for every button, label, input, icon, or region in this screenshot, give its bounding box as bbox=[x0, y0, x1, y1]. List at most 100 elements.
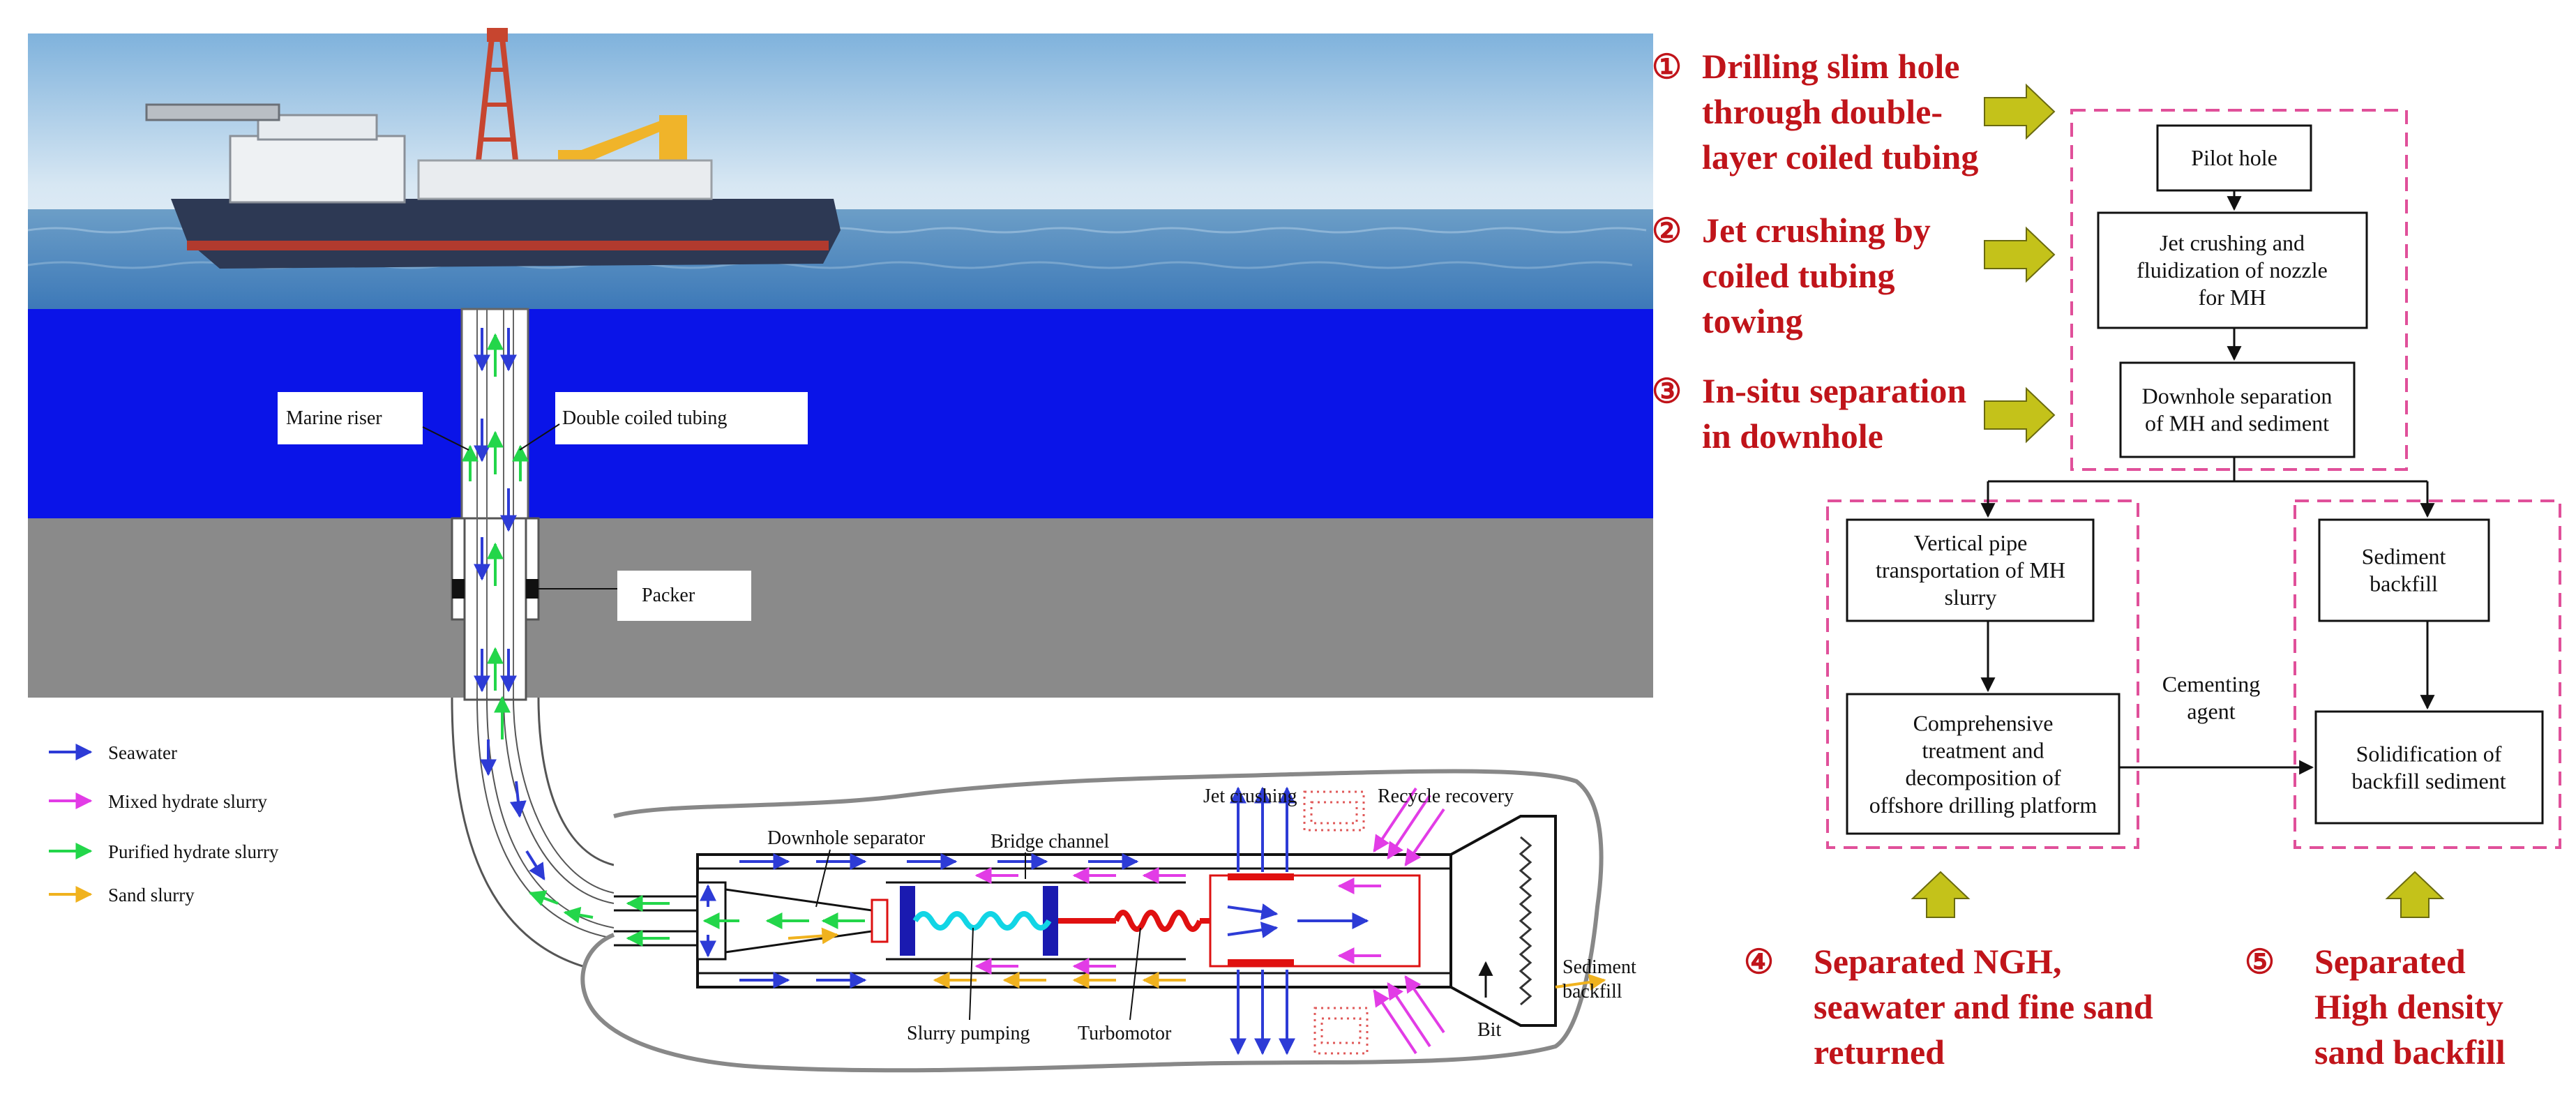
dashed-group-left bbox=[1826, 499, 2139, 849]
slurry-pumping-label: Slurry pumping bbox=[907, 1023, 1030, 1044]
packer-right bbox=[526, 579, 538, 599]
flow-comprehensive-text-2: decomposition of bbox=[1905, 765, 2061, 790]
step-3-number: ③ bbox=[1652, 373, 1682, 410]
recycle-recovery-label: Recycle recovery bbox=[1378, 785, 1514, 807]
offshore-scene bbox=[27, 28, 1653, 698]
step-4-text-1: seawater and fine sand bbox=[1814, 987, 2153, 1026]
casing-left bbox=[451, 517, 466, 621]
step-2-text-2: towing bbox=[1702, 301, 1802, 340]
pilot-hole-box bbox=[2156, 124, 2312, 192]
flow-vertical-pipe-text-2: slurry bbox=[1945, 585, 1997, 610]
jet-nozzle-bottom bbox=[1228, 959, 1294, 966]
double-coiled-tubing-leader bbox=[519, 423, 560, 451]
ship-superstructure bbox=[417, 159, 713, 200]
step-1-number: ① bbox=[1652, 49, 1682, 86]
vertical-pipe-box bbox=[1846, 518, 2095, 622]
separator-red-tube bbox=[871, 899, 889, 943]
step2-pointer-arrow bbox=[1984, 226, 2056, 283]
slurry-pump-spring bbox=[912, 911, 1052, 931]
step-1-text-2: layer coiled tubing bbox=[1702, 137, 1978, 176]
flow-cementing-agent-text-1: agent bbox=[2187, 699, 2235, 724]
wellbore-bend-inner bbox=[537, 697, 615, 866]
step-2-text-0: Jet crushing by bbox=[1702, 211, 1931, 250]
step-3-text-1: in downhole bbox=[1702, 416, 1883, 456]
step-1-text-1: through double- bbox=[1702, 92, 1943, 131]
hull-stripe bbox=[187, 241, 829, 250]
flow-comprehensive-text-1: treatment and bbox=[1922, 738, 2044, 763]
flow-jet-crushing-text-1: fluidization of nozzle bbox=[2137, 257, 2328, 283]
step-2-text-1: coiled tubing bbox=[1702, 256, 1895, 295]
helideck bbox=[145, 103, 280, 121]
step-1-text-0: Drilling slim hole bbox=[1702, 47, 1959, 86]
flow-solidification-text-1: backfill sediment bbox=[2351, 769, 2506, 794]
step3-pointer-arrow bbox=[1984, 386, 2056, 444]
step-4-number: ④ bbox=[1744, 944, 1774, 981]
bit-teeth bbox=[1519, 836, 1532, 1006]
drilling-ship bbox=[145, 28, 841, 269]
step1-pointer-arrow bbox=[1984, 83, 2056, 140]
flow-sediment-backfill-text-0: Sediment bbox=[2362, 544, 2446, 569]
step-5-text-2: sand backfill bbox=[2314, 1032, 2506, 1072]
wellbore-bend-tube3 bbox=[503, 697, 615, 904]
step-2-number: ② bbox=[1652, 213, 1682, 250]
flow-comprehensive-text-3: offshore drilling platform bbox=[1869, 792, 2097, 818]
dashed-group-right bbox=[2293, 499, 2561, 849]
sediment-backfill-box bbox=[2318, 518, 2490, 622]
legend-label-3: Sand slurry bbox=[108, 885, 195, 905]
packer-label-box bbox=[617, 571, 751, 621]
packer-label: Packer bbox=[642, 585, 695, 606]
deck-house bbox=[229, 135, 406, 204]
flow-sediment-backfill-text-1: backfill bbox=[2370, 571, 2438, 596]
jet-crushing-label: Jet crushing bbox=[1203, 785, 1297, 807]
marine-riser-leader bbox=[422, 426, 469, 451]
turbomotor-coil bbox=[1113, 910, 1203, 932]
flow-jet-crushing-text-0: Jet crushing and bbox=[2160, 230, 2305, 255]
flow-vertical-pipe-text-1: transportation of MH bbox=[1876, 557, 2065, 582]
step4-pointer-arrow bbox=[1911, 871, 1971, 918]
jet-crushing-box bbox=[2097, 211, 2368, 329]
dashed-group-top bbox=[2070, 109, 2408, 471]
step-4-text-0: Separated NGH, bbox=[1814, 942, 2062, 981]
wellbore-bend-tube1 bbox=[476, 697, 615, 939]
pump-plate-right bbox=[1043, 886, 1058, 956]
legend-label-1: Mixed hydrate slurry bbox=[108, 791, 267, 812]
flow-downhole-separation-text-1: of MH and sediment bbox=[2145, 411, 2329, 436]
flow-jet-crushing-text-2: for MH bbox=[2199, 285, 2266, 310]
riser-assembly: Marine riser Double coiled tubing Packer bbox=[278, 308, 808, 975]
downhole-separator-label: Downhole separator bbox=[767, 827, 926, 849]
ship-hull bbox=[171, 199, 841, 269]
downhole-separation-box bbox=[2119, 361, 2356, 458]
turbomotor-label: Turbomotor bbox=[1078, 1023, 1172, 1044]
double-coiled-tubing-label-box bbox=[555, 392, 808, 444]
wellbore-bend-tube4 bbox=[513, 697, 615, 894]
double-coiled-tubing-label: Double coiled tubing bbox=[562, 407, 727, 429]
bit-label: Bit bbox=[1477, 1019, 1501, 1041]
derrick bbox=[472, 28, 522, 200]
solidification-box bbox=[2314, 710, 2544, 825]
flow-solidification-text-0: Solidification of bbox=[2356, 742, 2502, 767]
crushed-particles bbox=[1303, 790, 1369, 1055]
pump-plate-left bbox=[900, 886, 915, 956]
jet-nozzle-top bbox=[1228, 873, 1294, 880]
flow-vertical-pipe-text-0: Vertical pipe bbox=[1914, 530, 2028, 555]
flow-comprehensive-text-0: Comprehensive bbox=[1913, 711, 2054, 736]
wellbore-bend-tube2 bbox=[486, 697, 615, 929]
casing-right bbox=[525, 517, 540, 621]
flow-pilot-hole-text-0: Pilot hole bbox=[2191, 145, 2277, 170]
step5-pointer-arrow bbox=[2385, 871, 2445, 918]
tool-flow-arrows bbox=[626, 786, 1606, 1055]
marine-riser-label-box bbox=[278, 392, 423, 444]
step-5-number: ⑤ bbox=[2245, 944, 2275, 981]
seabed bbox=[28, 518, 1653, 698]
legend-label-2: Purified hydrate slurry bbox=[108, 841, 279, 862]
step-4-text-2: returned bbox=[1814, 1032, 1945, 1072]
legend-label-0: Seawater bbox=[108, 742, 177, 763]
wellbore-bend-outer bbox=[451, 697, 615, 975]
drill-bit bbox=[1449, 815, 1557, 1027]
sediment-backfill-label-line2: backfill bbox=[1562, 981, 1622, 1002]
comprehensive-box bbox=[1846, 693, 2121, 835]
step-5-text-0: Separated bbox=[2314, 942, 2466, 981]
